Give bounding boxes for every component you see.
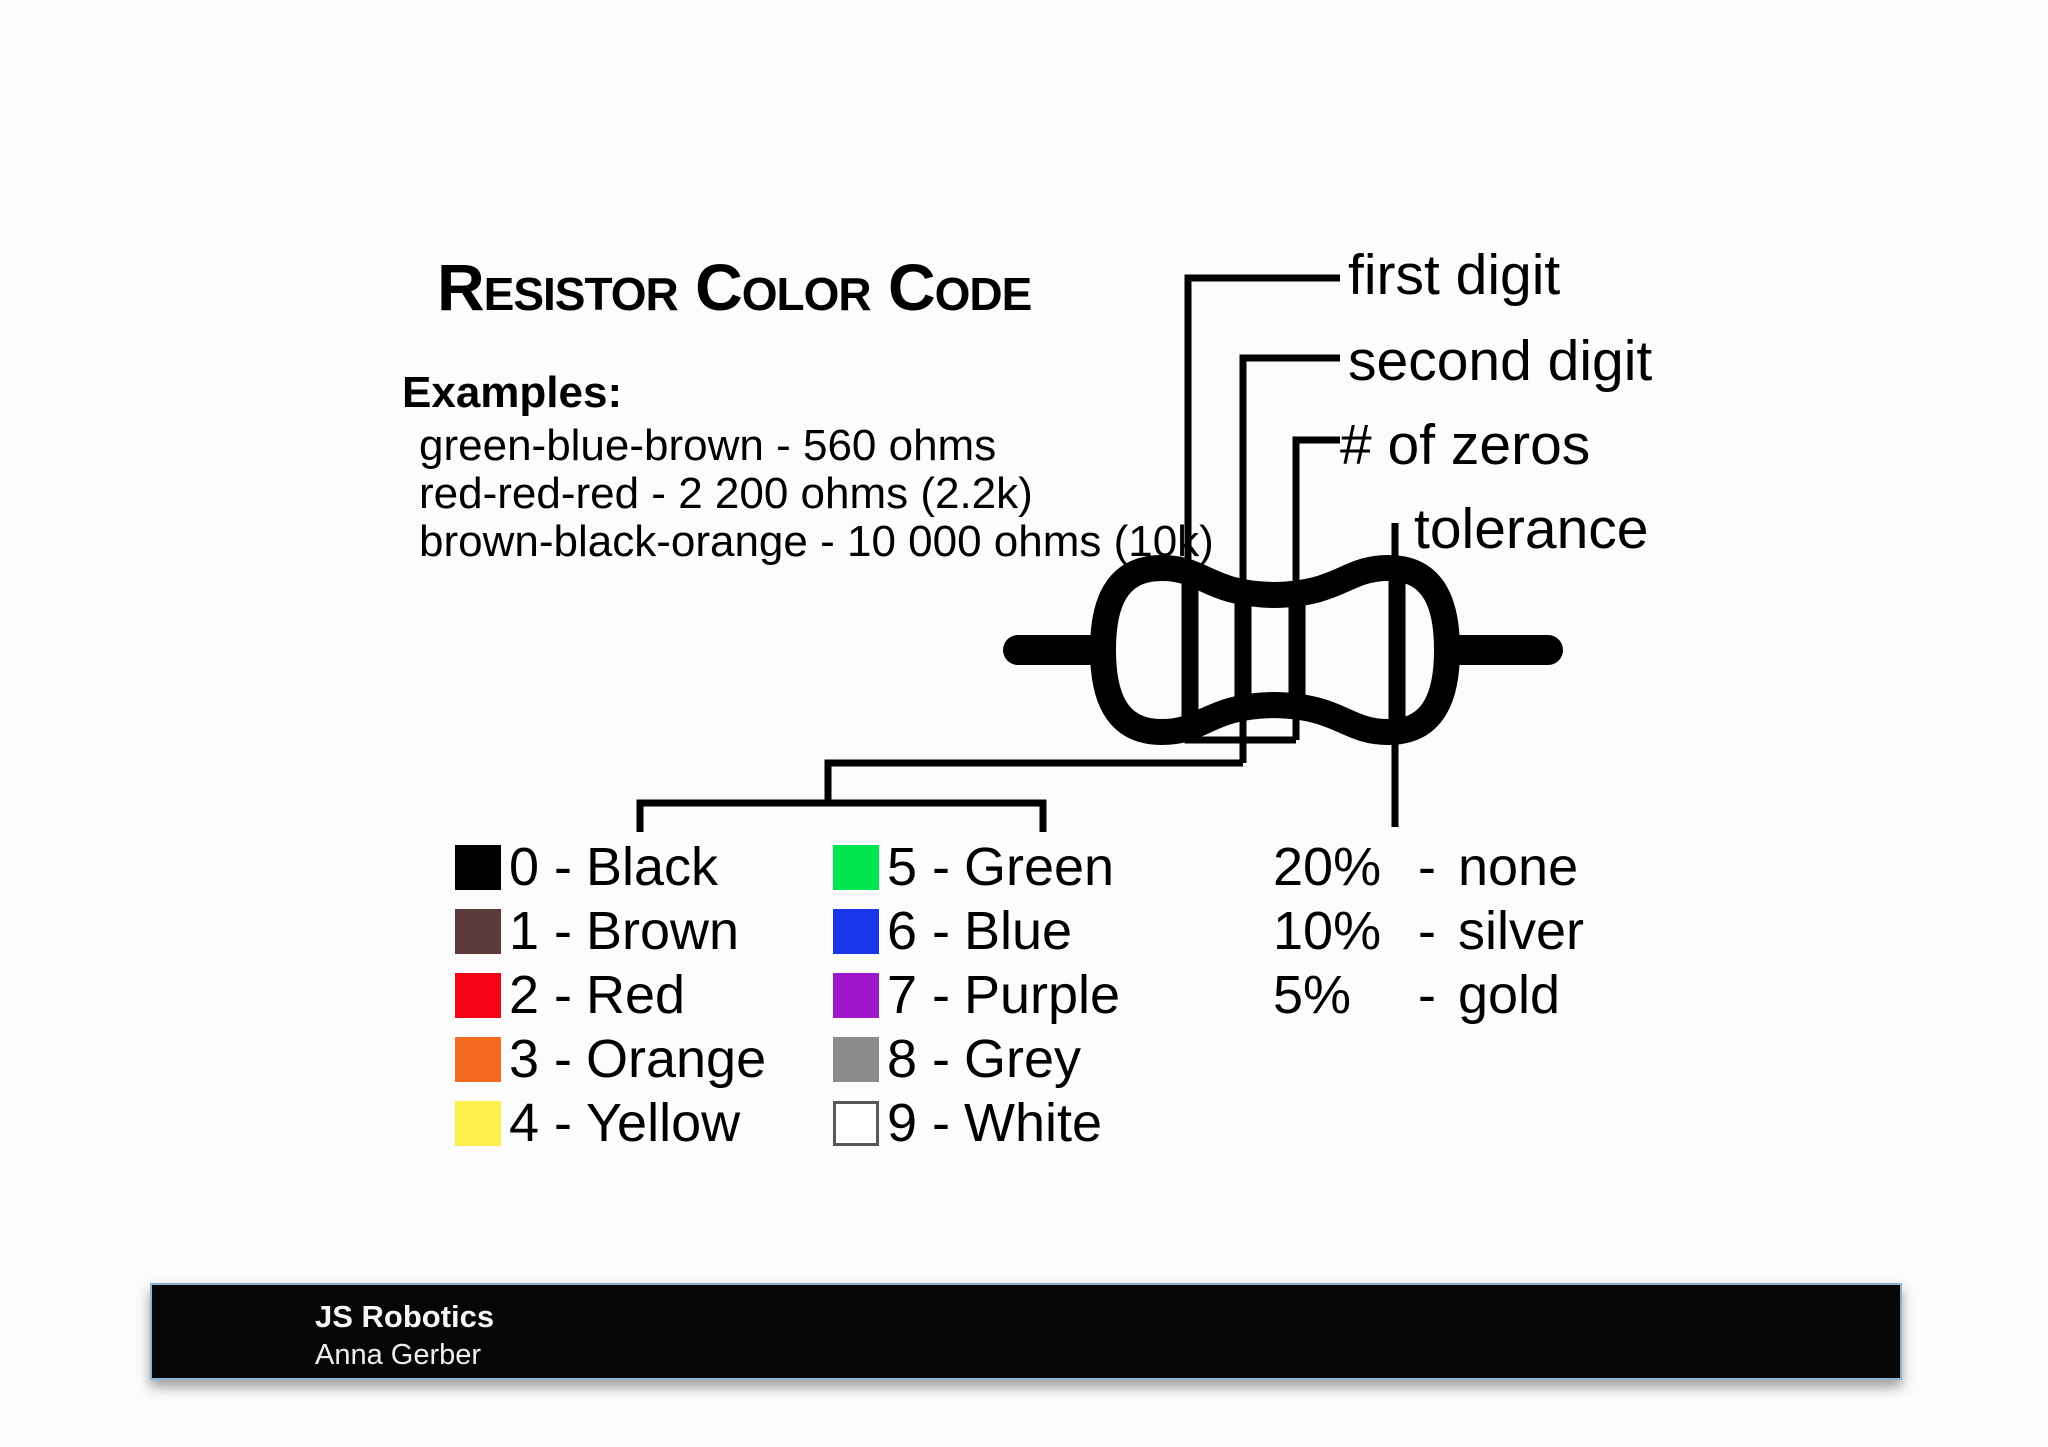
- legend-bracket: [636, 799, 1047, 832]
- label-first-digit: first digit: [1348, 243, 1561, 307]
- color-swatch-purple: [833, 972, 879, 1018]
- tolerance-row-gold: 5% - gold: [1273, 965, 1560, 1025]
- color-swatch-orange: [455, 1036, 501, 1082]
- legend-row-black: 0 - Black: [455, 837, 718, 897]
- digit-number: 8: [887, 1029, 918, 1089]
- digit-number: 4: [509, 1093, 540, 1153]
- examples-heading: Examples:: [402, 368, 623, 417]
- color-name: Orange: [585, 1029, 767, 1089]
- color-name: Black: [585, 837, 719, 897]
- separator: -: [554, 837, 572, 897]
- legend-row-orange: 3 - Orange: [455, 1029, 766, 1089]
- separator: -: [932, 965, 950, 1025]
- tolerance-value: 20%: [1273, 837, 1382, 897]
- merge-line: [824, 759, 1243, 803]
- tolerance-value: 5%: [1273, 965, 1352, 1025]
- color-name: Purple: [963, 965, 1121, 1025]
- digit-number: 2: [509, 965, 540, 1025]
- digit-number: 3: [509, 1029, 540, 1089]
- color-swatch-brown: [455, 908, 501, 954]
- legend-row-green: 5 - Green: [833, 837, 1114, 897]
- color-swatch-grey: [833, 1036, 879, 1082]
- digit-number: 1: [509, 901, 540, 961]
- digit-number: 7: [887, 965, 918, 1025]
- tolerance-value: 10%: [1273, 901, 1382, 961]
- separator: -: [554, 901, 572, 961]
- legend-row-brown: 1 - Brown: [455, 901, 739, 961]
- color-name: Grey: [963, 1029, 1082, 1089]
- legend-row-purple: 7 - Purple: [833, 965, 1120, 1025]
- digit-number: 9: [887, 1093, 918, 1153]
- color-name: Brown: [585, 901, 740, 961]
- legend-row-red: 2 - Red: [455, 965, 685, 1025]
- example-line: red-red-red - 2 200 ohms (2.2k): [419, 469, 1033, 518]
- separator: -: [554, 965, 572, 1025]
- separator: -: [1418, 901, 1436, 961]
- example-line: brown-black-orange - 10 000 ohms (10k): [419, 517, 1214, 566]
- page-title: Resistor Color Code: [437, 250, 1032, 324]
- color-swatch-black: [455, 844, 501, 890]
- color-name: Red: [585, 965, 686, 1025]
- separator: -: [554, 1029, 572, 1089]
- color-swatch-red: [455, 972, 501, 1018]
- resistor-bands: [1181, 581, 1406, 719]
- footer-author: Anna Gerber: [315, 1339, 482, 1371]
- example-line: green-blue-brown - 560 ohms: [419, 421, 997, 470]
- separator: -: [932, 837, 950, 897]
- label-tolerance: tolerance: [1414, 497, 1649, 561]
- legend-row-white: 9 - White: [833, 1093, 1102, 1153]
- color-swatch-blue: [833, 908, 879, 954]
- legend-row-grey: 8 - Grey: [833, 1029, 1081, 1089]
- color-swatch-white: [833, 1100, 879, 1146]
- separator: -: [932, 1029, 950, 1089]
- color-swatch-green: [833, 844, 879, 890]
- digit-number: 0: [509, 837, 540, 897]
- color-name: White: [963, 1093, 1103, 1153]
- tolerance-band-name: silver: [1457, 901, 1584, 961]
- color-name: Blue: [963, 901, 1073, 961]
- digit-number: 5: [887, 837, 918, 897]
- label-second-digit: second digit: [1348, 329, 1653, 393]
- separator: -: [1418, 965, 1436, 1025]
- digit-number: 6: [887, 901, 918, 961]
- separator: -: [932, 901, 950, 961]
- examples-list: green-blue-brown - 560 ohms red-red-red …: [419, 422, 1214, 566]
- separator: -: [1418, 837, 1436, 897]
- tolerance-row-silver: 10% - silver: [1273, 901, 1584, 961]
- label-number-of-zeros: # of zeros: [1340, 413, 1591, 477]
- legend-row-blue: 6 - Blue: [833, 901, 1072, 961]
- color-swatch-yellow: [455, 1100, 501, 1146]
- color-name: Green: [963, 837, 1115, 897]
- separator: -: [554, 1093, 572, 1153]
- footer-bar: JS Robotics Anna Gerber: [150, 1283, 1902, 1380]
- color-name: Yellow: [585, 1093, 741, 1153]
- tolerance-band-name: none: [1457, 837, 1579, 897]
- separator: -: [932, 1093, 950, 1153]
- footer-company: JS Robotics: [315, 1299, 495, 1334]
- legend-row-yellow: 4 - Yellow: [455, 1093, 740, 1153]
- tolerance-row-none: 20% - none: [1273, 837, 1578, 897]
- tolerance-band-name: gold: [1457, 965, 1561, 1025]
